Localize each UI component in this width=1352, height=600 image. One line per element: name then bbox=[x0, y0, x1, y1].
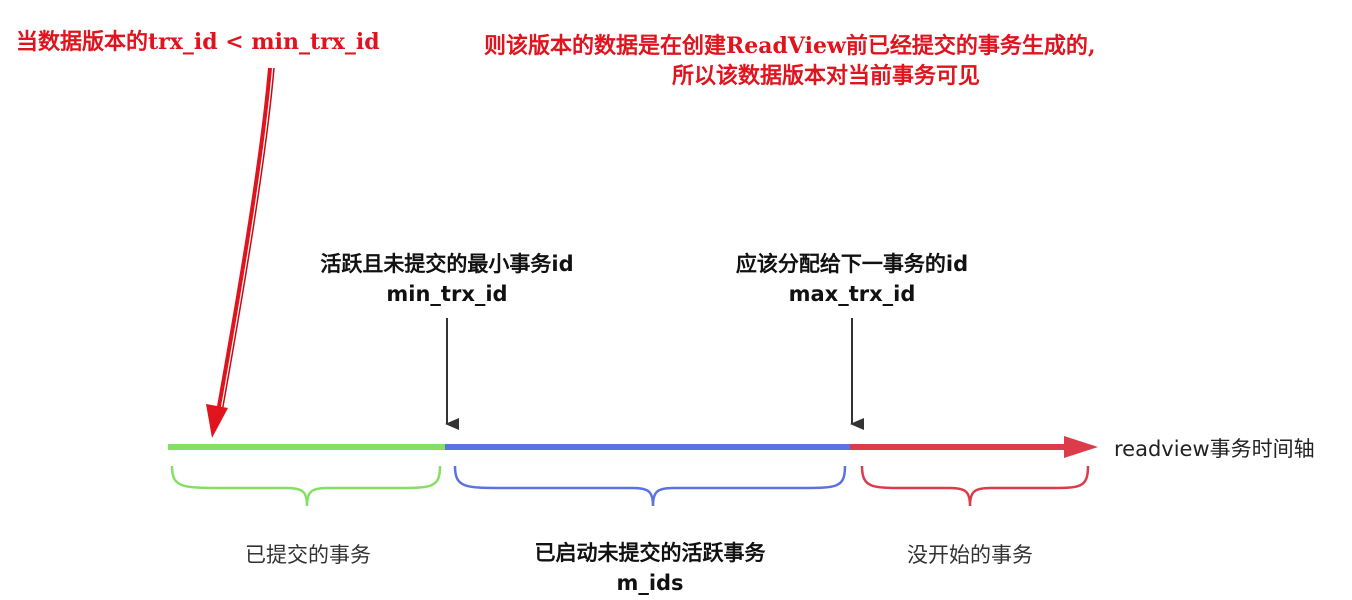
axis-arrowhead-icon bbox=[1064, 436, 1098, 458]
committed-segment-label: 已提交的事务 bbox=[245, 543, 371, 567]
min-trx-desc: 活跃且未提交的最小事务id bbox=[320, 252, 574, 276]
max-trx-label: 应该分配给下一事务的id max_trx_id bbox=[682, 248, 1022, 306]
min-trx-label: 活跃且未提交的最小事务id min_trx_id bbox=[277, 248, 617, 306]
max-trx-desc: 应该分配给下一事务的id bbox=[735, 252, 969, 276]
committed-brace bbox=[170, 465, 442, 507]
active-segment-title: 已启动未提交的活跃事务 bbox=[534, 541, 766, 565]
explain-annotation-line1: 则该版本的数据是在创建ReadView前已经提交的事务生成的, bbox=[484, 33, 1096, 59]
active-segment-sub: m_ids bbox=[616, 571, 684, 595]
axis-label: readview事务时间轴 bbox=[1114, 437, 1315, 461]
active-segment-label: 已启动未提交的活跃事务 m_ids bbox=[470, 537, 830, 595]
min-trx-name: min_trx_id bbox=[386, 282, 508, 306]
not-started-segment-label: 没开始的事务 bbox=[907, 543, 1033, 567]
active-brace bbox=[453, 465, 847, 507]
max-trx-name: max_trx_id bbox=[788, 282, 916, 306]
condition-annotation: 当数据版本的trx_id < min_trx_id bbox=[16, 29, 380, 55]
explain-annotation-line2: 所以该数据版本对当前事务可见 bbox=[672, 63, 981, 89]
red-pointer-arrow bbox=[206, 67, 275, 438]
not-started-brace bbox=[860, 465, 1090, 507]
